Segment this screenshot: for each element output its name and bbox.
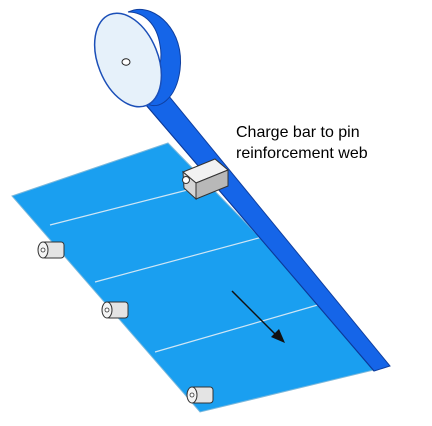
roller-icon	[101, 301, 129, 319]
charge-bar-icon	[182, 158, 229, 201]
belt-seam	[94, 234, 271, 283]
callout-line-1: Charge bar to pin	[236, 124, 360, 141]
arrow-head	[271, 329, 285, 343]
arrow-shaft	[231, 290, 277, 336]
supply-roll-icon	[93, 8, 182, 108]
belt-seam	[154, 299, 336, 353]
roller-axle	[104, 307, 110, 313]
callout-line-2: reinforcement web	[236, 145, 368, 162]
conveyor-belt	[11, 142, 387, 413]
roller-axle	[40, 247, 46, 253]
roller-icon	[186, 386, 214, 404]
charge-bar-mount	[182, 176, 190, 184]
charge-bar-callout: Charge bar to pin reinforcement web	[236, 122, 426, 164]
roll-hub	[121, 58, 131, 66]
roller-icon	[37, 241, 65, 259]
roller-axle	[189, 392, 195, 398]
direction-arrow-icon	[231, 290, 285, 343]
web-edge	[139, 97, 375, 372]
